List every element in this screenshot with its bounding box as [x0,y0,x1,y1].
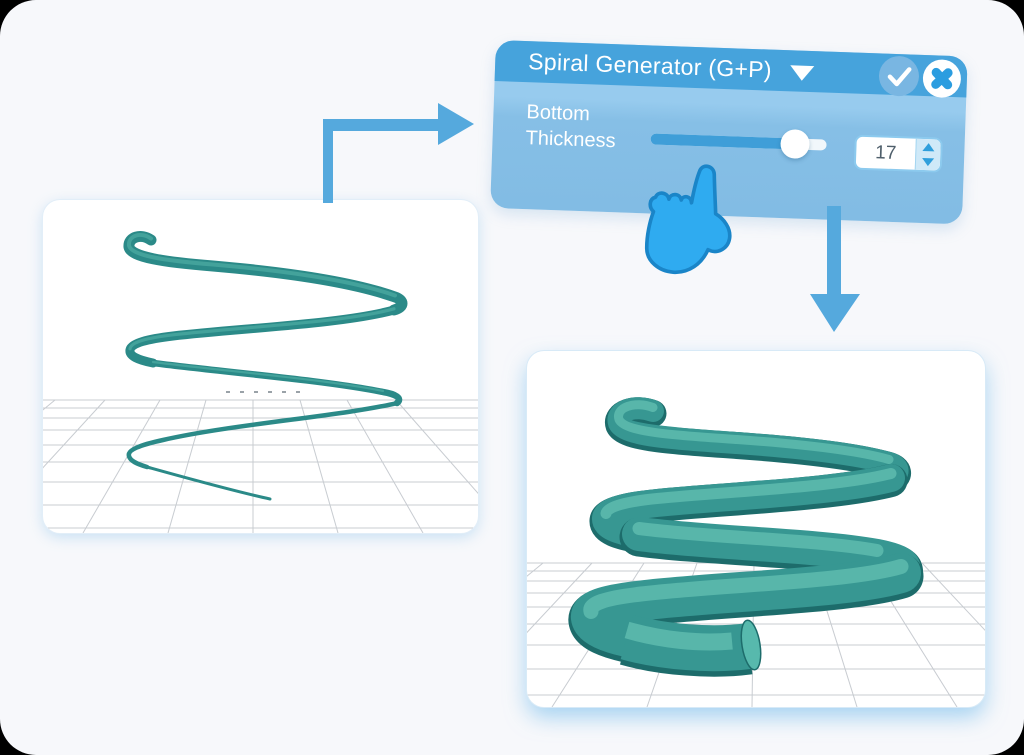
spiral-generator-dialog: Spiral Generator (G+P) Bottom Thickness [490,40,968,225]
thickness-value-input[interactable] [855,136,916,170]
value-stepper [914,138,941,171]
dialog-title: Spiral Generator (G+P) [527,48,773,83]
slider-thumb[interactable] [780,129,811,160]
spiral-thick-render [527,397,985,707]
close-x-icon [931,67,953,90]
dialog-header[interactable]: Spiral Generator (G+P) [494,40,968,99]
perspective-grid [43,399,478,533]
stepper-up-button[interactable] [916,139,941,155]
param-label-line2: Thickness [525,127,616,153]
param-label: Bottom Thickness [525,99,617,154]
down-arrow-icon [810,206,860,332]
slider-fill [650,133,799,150]
spiral-thin-render [43,231,478,533]
tube-cut-face [740,619,762,671]
after-render-card [527,351,985,707]
value-field [853,134,943,173]
param-label-line1: Bottom [526,101,591,126]
confirm-button[interactable] [878,55,920,97]
thick-spiral-tube [568,397,924,677]
dialog-body: Bottom Thickness [490,81,966,224]
close-button[interactable] [922,58,962,99]
elbow-arrow-icon [323,103,474,203]
thin-spiral-tube [123,231,408,501]
triangle-down-icon [921,158,935,167]
stepper-down-button[interactable] [916,154,941,170]
dropdown-triangle-icon[interactable] [789,64,815,81]
check-icon [887,67,912,87]
bottom-thickness-slider[interactable] [650,123,827,160]
before-render-card [43,200,478,533]
triangle-up-icon [922,142,935,152]
